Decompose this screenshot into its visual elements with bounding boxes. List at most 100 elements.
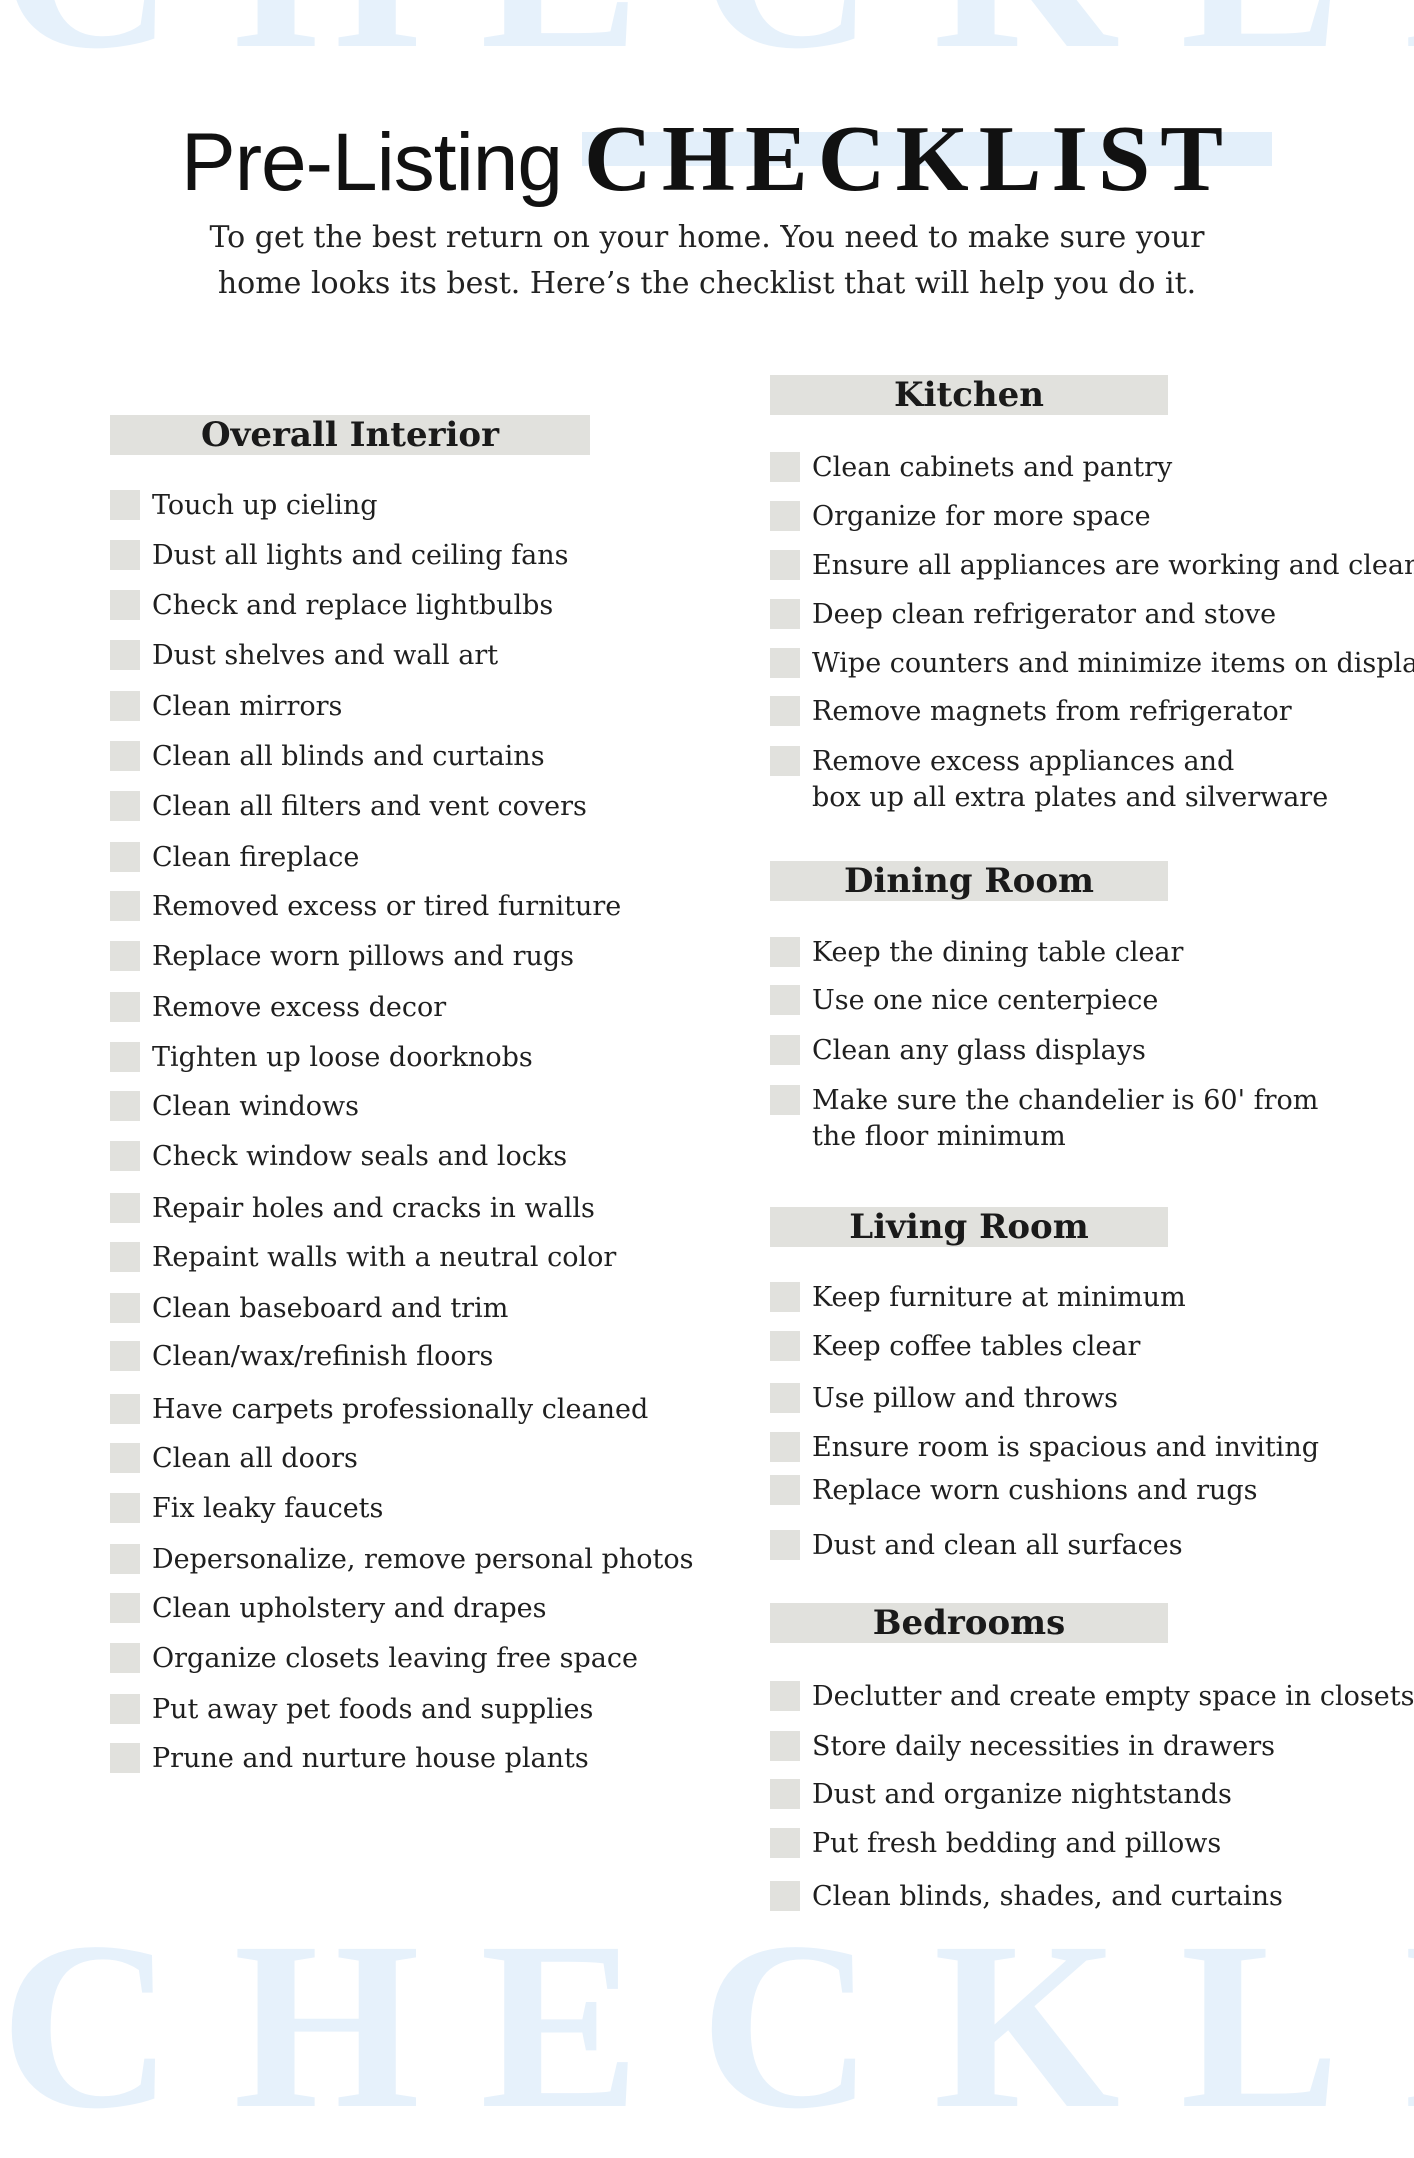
checklist-item-overall-4[interactable]: Dust shelves and wall art (110, 638, 498, 674)
checklist-item-overall-8[interactable]: Clean fireplace (110, 840, 359, 876)
checklist-item-overall-12[interactable]: Tighten up loose doorknobs (110, 1040, 533, 1076)
checkbox[interactable] (110, 992, 140, 1022)
checklist-item-overall-7[interactable]: Clean all filters and vent covers (110, 789, 587, 825)
checklist-item-bedrooms-3[interactable]: Dust and organize nightstands (770, 1777, 1232, 1813)
checklist-item-living-2[interactable]: Keep coffee tables clear (770, 1329, 1140, 1365)
checkbox[interactable] (770, 550, 800, 580)
checkbox[interactable] (770, 501, 800, 531)
checkbox[interactable] (110, 1394, 140, 1424)
checkbox[interactable] (770, 696, 800, 726)
checklist-item-bedrooms-1[interactable]: Declutter and create empty space in clos… (770, 1679, 1414, 1715)
checkbox[interactable] (110, 490, 140, 520)
checkbox[interactable] (770, 1828, 800, 1858)
checklist-item-overall-14[interactable]: Check window seals and locks (110, 1139, 567, 1175)
checklist-item-overall-1[interactable]: Touch up cieling (110, 488, 378, 524)
checkbox[interactable] (770, 1731, 800, 1761)
checkbox[interactable] (770, 1331, 800, 1361)
checkbox[interactable] (110, 1593, 140, 1623)
checklist-item-bedrooms-2[interactable]: Store daily necessities in drawers (770, 1729, 1275, 1765)
checklist-item-overall-18[interactable]: Clean/wax/refinish floors (110, 1339, 493, 1375)
checkbox[interactable] (770, 985, 800, 1015)
intro-line-1: To get the best return on your home. You… (209, 220, 1205, 255)
checklist-item-living-6[interactable]: Dust and clean all surfaces (770, 1528, 1183, 1564)
checklist-item-overall-22[interactable]: Depersonalize, remove personal photos (110, 1542, 693, 1578)
checkbox[interactable] (110, 590, 140, 620)
checkbox[interactable] (110, 1643, 140, 1673)
checkbox[interactable] (770, 1282, 800, 1312)
checkbox[interactable] (110, 891, 140, 921)
checkbox[interactable] (110, 791, 140, 821)
checkbox[interactable] (110, 1341, 140, 1371)
checkbox[interactable] (770, 1085, 800, 1115)
checklist-item-overall-23[interactable]: Clean upholstery and drapes (110, 1591, 546, 1627)
checklist-item-kitchen-1[interactable]: Clean cabinets and pantry (770, 450, 1172, 486)
checkbox[interactable] (110, 540, 140, 570)
checklist-item-kitchen-5[interactable]: Wipe counters and minimize items on disp… (770, 646, 1414, 682)
checkbox[interactable] (110, 1443, 140, 1473)
checkbox[interactable] (110, 1293, 140, 1323)
checklist-item-label: Organize closets leaving free space (152, 1643, 638, 1674)
checkbox[interactable] (770, 746, 800, 776)
checklist-item-living-1[interactable]: Keep furniture at minimum (770, 1280, 1186, 1316)
checklist-item-overall-16[interactable]: Repaint walls with a neutral color (110, 1240, 616, 1276)
checklist-item-overall-9[interactable]: Removed excess or tired furniture (110, 889, 621, 925)
checklist-item-overall-15[interactable]: Repair holes and cracks in walls (110, 1191, 595, 1227)
checklist-item-overall-3[interactable]: Check and replace lightbulbs (110, 588, 553, 624)
checkbox[interactable] (770, 937, 800, 967)
checkbox[interactable] (770, 452, 800, 482)
checklist-item-kitchen-6[interactable]: Remove magnets from refrigerator (770, 694, 1292, 730)
checklist-item-overall-20[interactable]: Clean all doors (110, 1441, 358, 1477)
checklist-item-overall-24[interactable]: Organize closets leaving free space (110, 1641, 638, 1677)
checkbox[interactable] (110, 1544, 140, 1574)
checklist-item-overall-2[interactable]: Dust all lights and ceiling fans (110, 538, 568, 574)
checkbox[interactable] (110, 941, 140, 971)
checkbox[interactable] (770, 1779, 800, 1809)
checklist-item-dining-2[interactable]: Use one nice centerpiece (770, 983, 1158, 1019)
checkbox[interactable] (110, 1091, 140, 1121)
checklist-item-dining-1[interactable]: Keep the dining table clear (770, 935, 1183, 971)
checkbox[interactable] (770, 1432, 800, 1462)
checkbox[interactable] (110, 1743, 140, 1773)
checklist-item-label: Clean all doors (152, 1443, 358, 1474)
checklist-item-dining-3[interactable]: Clean any glass displays (770, 1033, 1146, 1069)
checkbox[interactable] (110, 1242, 140, 1272)
checklist-item-living-3[interactable]: Use pillow and throws (770, 1381, 1118, 1417)
checklist-item-overall-13[interactable]: Clean windows (110, 1089, 359, 1125)
checklist-item-overall-10[interactable]: Replace worn pillows and rugs (110, 939, 574, 975)
checkbox[interactable] (770, 1681, 800, 1711)
checklist-item-overall-25[interactable]: Put away pet foods and supplies (110, 1692, 593, 1728)
checkbox[interactable] (110, 1042, 140, 1072)
checkbox[interactable] (770, 1035, 800, 1065)
checklist-item-overall-21[interactable]: Fix leaky faucets (110, 1491, 383, 1527)
checkbox[interactable] (110, 1141, 140, 1171)
checklist-item-overall-6[interactable]: Clean all blinds and curtains (110, 739, 545, 775)
checklist-item-label: Remove excess decor (152, 992, 447, 1023)
checklist-item-overall-19[interactable]: Have carpets professionally cleaned (110, 1392, 648, 1428)
checklist-item-overall-17[interactable]: Clean baseboard and trim (110, 1291, 508, 1327)
checklist-item-kitchen-7[interactable]: Remove excess appliances and box up all … (770, 744, 1328, 816)
checklist-item-overall-26[interactable]: Prune and nurture house plants (110, 1741, 589, 1777)
checkbox[interactable] (770, 648, 800, 678)
checklist-item-bedrooms-4[interactable]: Put fresh bedding and pillows (770, 1826, 1221, 1862)
checklist-item-kitchen-4[interactable]: Deep clean refrigerator and stove (770, 597, 1276, 633)
checkbox[interactable] (110, 640, 140, 670)
checklist-item-living-5[interactable]: Replace worn cushions and rugs (770, 1473, 1258, 1509)
checkbox[interactable] (110, 1694, 140, 1724)
checklist-item-kitchen-2[interactable]: Organize for more space (770, 499, 1151, 535)
checkbox[interactable] (110, 1193, 140, 1223)
checklist-item-overall-5[interactable]: Clean mirrors (110, 689, 342, 725)
checkbox[interactable] (110, 842, 140, 872)
checkbox[interactable] (770, 1475, 800, 1505)
checkbox[interactable] (770, 599, 800, 629)
checklist-item-overall-11[interactable]: Remove excess decor (110, 990, 446, 1026)
checklist-item-living-4[interactable]: Ensure room is spacious and inviting (770, 1430, 1319, 1466)
checkbox[interactable] (110, 741, 140, 771)
checkbox[interactable] (770, 1881, 800, 1911)
checkbox[interactable] (770, 1383, 800, 1413)
checkbox[interactable] (110, 1493, 140, 1523)
checkbox[interactable] (770, 1530, 800, 1560)
checkbox[interactable] (110, 691, 140, 721)
checklist-item-bedrooms-5[interactable]: Clean blinds, shades, and curtains (770, 1879, 1283, 1915)
checklist-item-kitchen-3[interactable]: Ensure all appliances are working and cl… (770, 548, 1414, 584)
checklist-item-dining-4[interactable]: Make sure the chandelier is 60' from the… (770, 1083, 1318, 1155)
